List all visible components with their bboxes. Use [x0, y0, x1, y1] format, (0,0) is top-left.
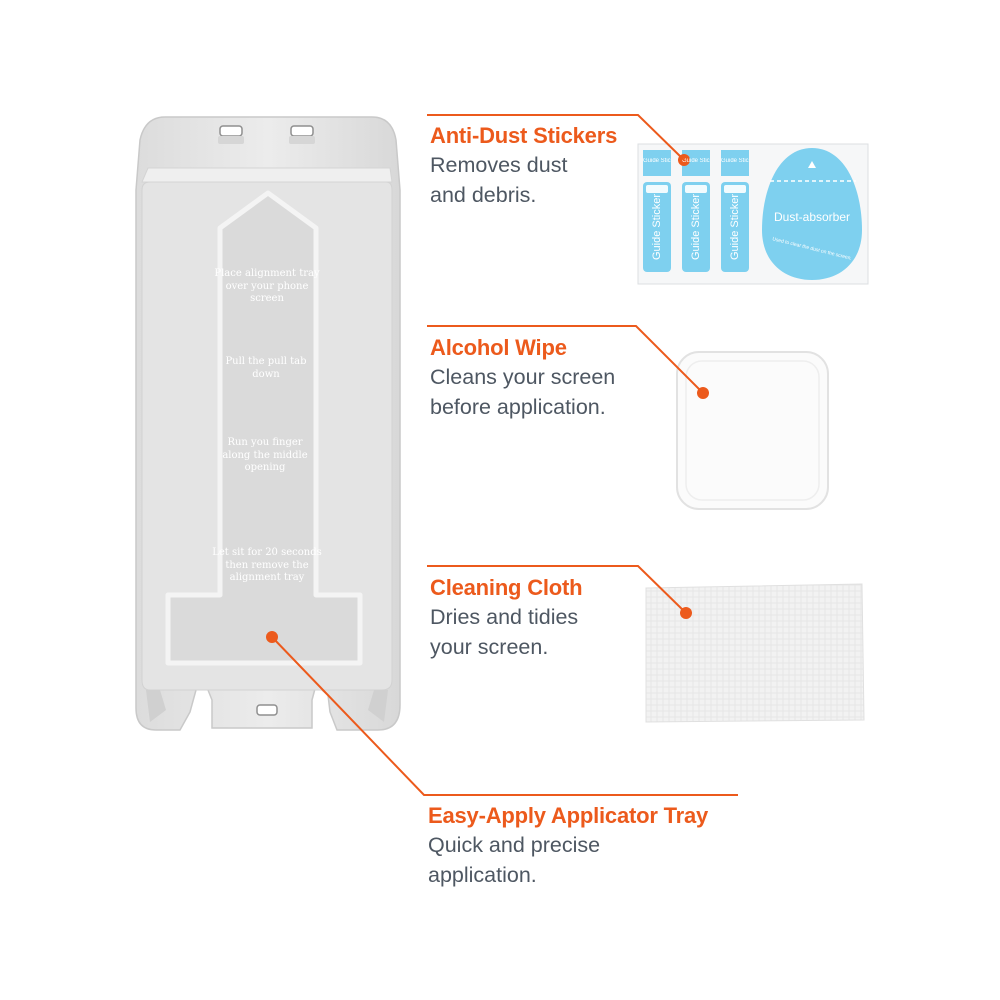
guide-sticker-1: [643, 150, 671, 272]
alcohol-wipe-pad: [676, 351, 829, 510]
tray-slot: [256, 704, 278, 716]
callout-description: Removes dust: [430, 153, 568, 177]
leader-line-wipe: [427, 325, 704, 394]
callout-title: Alcohol Wipe: [430, 335, 567, 360]
callout-description: Quick and precise: [428, 833, 601, 857]
callout-alcohol-wipe: Alcohol Wipe Cleans your screen before a…: [430, 334, 615, 422]
leader-line-cloth: [427, 565, 687, 614]
callout-anti-dust-stickers: Anti-Dust Stickers Removes dust and debr…: [430, 122, 617, 210]
tray-step-1: Place alignment tray over your phone scr…: [214, 268, 320, 304]
tray-guide-channel: [165, 190, 363, 666]
leader-line-tray: [271, 636, 738, 796]
guide-sticker-3: [721, 150, 749, 272]
cleaning-cloth-fabric: [645, 583, 865, 723]
callout-description: Cleans your screen: [430, 365, 616, 389]
callout-applicator-tray: Easy-Apply Applicator Tray Quick and pre…: [428, 802, 708, 890]
callout-description: and debris.: [430, 183, 537, 207]
callout-title: Easy-Apply Applicator Tray: [428, 803, 709, 828]
callout-title: Anti-Dust Stickers: [430, 123, 618, 148]
guide-sticker-header-2: Guide Sticker: [682, 158, 710, 164]
tray-step-3: Run you finger along the middle opening: [222, 437, 308, 473]
callout-description: your screen.: [430, 635, 549, 659]
callout-description: before application.: [430, 395, 606, 419]
guide-sticker-header-3: Guide Sticker: [721, 158, 749, 164]
tray-step-4: Let sit for 20 seconds then remove the a…: [212, 547, 322, 583]
guide-sticker-2: [682, 150, 710, 272]
callout-description: application.: [428, 863, 537, 887]
callout-cleaning-cloth: Cleaning Cloth Dries and tidies your scr…: [430, 574, 583, 662]
leader-line-stickers: [427, 114, 685, 161]
dust-absorber-label: Dust-absorber: [773, 210, 851, 224]
tray-step-2: Pull the pull tab down: [225, 356, 307, 380]
callout-title: Cleaning Cloth: [430, 575, 583, 600]
guide-sticker-header-1: Guide Sticker: [643, 158, 671, 164]
callout-description: Dries and tidies: [430, 605, 579, 629]
